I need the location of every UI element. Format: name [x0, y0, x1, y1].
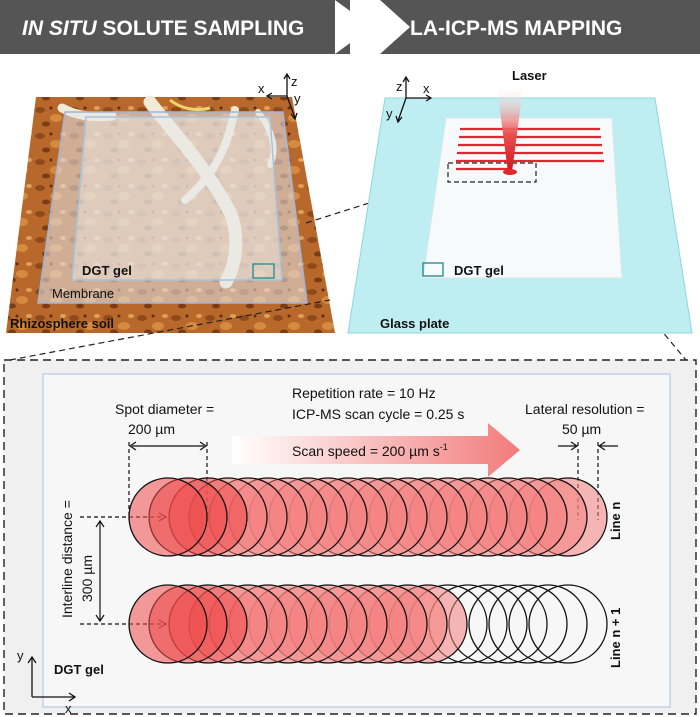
laser-spot-circle [488, 584, 568, 664]
spot-diameter-label: Spot diameter = [115, 401, 214, 417]
interline-distance-value: 300 µm [79, 555, 95, 602]
detail-dgt-label: DGT gel [54, 662, 104, 677]
right-dgt-label: DGT gel [454, 263, 504, 278]
laser-spot-circle [528, 584, 608, 664]
detail-box: Repetition rate = 10 Hz ICP-MS scan cycl… [3, 359, 697, 716]
right-axis-y-label: y [386, 106, 393, 121]
laser-beam [497, 88, 523, 172]
detail-axis-y-label: y [17, 648, 24, 663]
header-arrow-icon [335, 0, 372, 54]
left-axes [265, 72, 298, 121]
header-left-title: IN SITU SOLUTE SAMPLING [22, 17, 304, 40]
right-dgt-gel-sheet [422, 117, 623, 279]
laser-spot-circle [128, 584, 208, 664]
sample-area-marker [252, 263, 275, 279]
line-n-plus-1-label: Line n + 1 [608, 608, 623, 668]
laser-spot-circle [468, 584, 548, 664]
left-axis-y-label: y [294, 91, 301, 106]
connector-dashed-line [9, 299, 331, 361]
laser-label: Laser [512, 68, 547, 83]
header-left-band [0, 0, 350, 54]
header-banner: IN SITU SOLUTE SAMPLING LA-ICP-MS MAPPIN… [0, 0, 700, 54]
spot-row-line-n-plus-1 [128, 584, 608, 664]
rhizosphere-soil-label: Rhizosphere soil [10, 316, 114, 331]
right-sample-marker [422, 262, 444, 277]
laser-spot-circle [128, 477, 208, 557]
left-dgt-label: DGT gel [82, 263, 132, 278]
dgt-gel-sheet [71, 116, 283, 281]
detail-axes [27, 655, 77, 702]
lateral-resolution-label: Lateral resolution = [525, 401, 644, 417]
spot-row-line-n [128, 477, 608, 557]
root-hair [169, 98, 211, 112]
right-axis-z-label: z [396, 79, 403, 94]
soil-panel: DGT gel Membrane Rhizosphere soil x z y [6, 72, 335, 333]
header-right-title: LA-ICP-MS MAPPING [410, 17, 622, 40]
laser-spot-circle [508, 584, 588, 664]
right-axes [395, 75, 433, 124]
glass-plate-label: Glass plate [380, 316, 449, 331]
right-axis-x-label: x [423, 81, 430, 96]
ablation-lines [456, 127, 604, 171]
scan-direction-arrow [232, 423, 520, 477]
detail-axis-x-label: x [65, 701, 72, 716]
lateral-resolution-value: 50 µm [562, 421, 601, 437]
membrane-label: Membrane [52, 286, 114, 301]
glass-panel: Laser DGT gel Glass plate z x y [347, 68, 693, 334]
zoom-region-box [447, 162, 537, 183]
repetition-rate-text: Repetition rate = 10 Hz [292, 385, 436, 401]
left-axis-z-label: z [291, 74, 298, 89]
line-n-label: Line n [608, 502, 623, 540]
left-axis-x-label: x [258, 81, 265, 96]
header-right-band [350, 0, 700, 54]
scan-cycle-text: ICP-MS scan cycle = 0.25 s [292, 406, 464, 422]
spot-diameter-value: 200 µm [128, 421, 175, 437]
scan-speed-text: Scan speed = 200 µm s-1 [292, 442, 448, 459]
laser-spot [503, 169, 517, 175]
interline-distance-label: Interline distance = [59, 500, 75, 618]
